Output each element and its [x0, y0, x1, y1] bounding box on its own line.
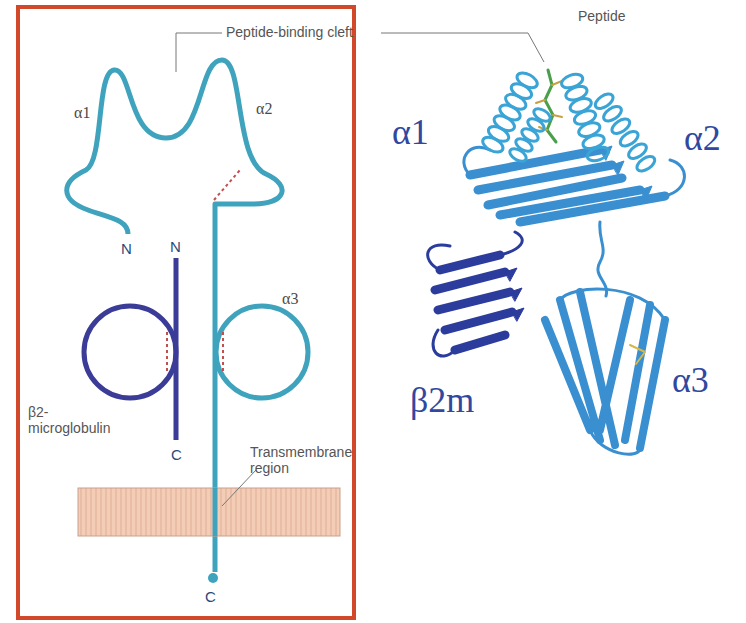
callout-label: Transmembrane region — [250, 444, 342, 476]
disulfide-bond — [222, 332, 224, 374]
helix-turn — [520, 126, 541, 144]
disulfide-bond — [166, 332, 168, 374]
domain-label: α2 — [684, 118, 721, 159]
terminus-label: N — [170, 238, 181, 255]
helix-turn — [532, 106, 553, 124]
chain-label: β2-microglobulin — [28, 404, 120, 436]
terminus-label: C — [171, 446, 182, 463]
leader-line — [176, 33, 222, 72]
terminus-label: N — [121, 240, 132, 257]
terminus-label: C — [205, 588, 216, 605]
callout-label: Peptide — [578, 8, 625, 24]
domain-label: α1 — [74, 104, 90, 122]
chain-end — [208, 573, 218, 583]
domain-label: β2m — [410, 380, 474, 421]
heavy-chain — [213, 488, 218, 536]
alpha-helix — [480, 70, 657, 174]
alpha3-loop — [216, 306, 308, 398]
b2m-loop — [84, 306, 176, 398]
callout-label: Peptide-binding cleft — [226, 24, 353, 40]
helix-turn — [634, 154, 657, 174]
disulfide-bond — [214, 170, 240, 200]
membrane-band — [78, 488, 340, 536]
domain-label: α1 — [392, 112, 429, 153]
helix-turn — [526, 116, 547, 134]
domain-label: α3 — [672, 360, 709, 401]
helix-turn — [514, 136, 535, 154]
domain-label: α2 — [256, 100, 272, 118]
helix-turn — [508, 146, 529, 164]
helix-turn — [585, 145, 610, 164]
helix-turn — [515, 70, 540, 91]
leader-line — [381, 33, 544, 62]
highlight-frame — [18, 7, 354, 618]
domain-label: α3 — [282, 290, 298, 308]
